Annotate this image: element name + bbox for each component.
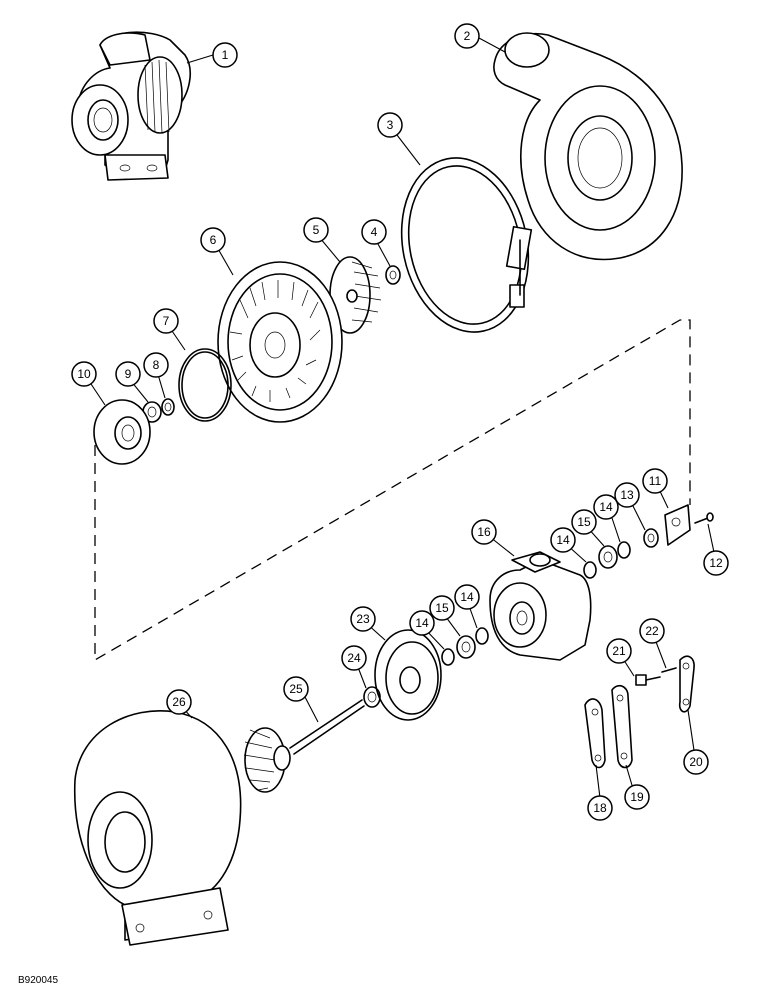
svg-text:15: 15 (577, 515, 591, 529)
svg-text:14: 14 (460, 590, 474, 604)
callout-2: 2 (454, 23, 480, 49)
part-11-cover-plate (664, 504, 691, 546)
callout-14-d: 14 (409, 610, 435, 636)
svg-text:23: 23 (356, 612, 370, 626)
part-14-snap-ring-upper-right (617, 541, 631, 559)
callout-11: 11 (642, 468, 668, 494)
svg-text:4: 4 (371, 225, 378, 239)
callout-14-b: 14 (550, 527, 576, 553)
svg-text:15: 15 (435, 601, 449, 615)
svg-text:21: 21 (612, 644, 626, 658)
callout-25: 25 (283, 676, 309, 702)
part-24-piston-ring (363, 686, 381, 708)
svg-text:3: 3 (387, 118, 394, 132)
callout-20: 21 (606, 638, 632, 664)
svg-text:9: 9 (125, 367, 132, 381)
part-22-bolt (661, 667, 677, 673)
part-23-heat-shield (374, 629, 442, 721)
part-25-turbine-wheel-shaft (243, 699, 365, 793)
svg-text:12: 12 (709, 556, 723, 570)
part-3-clamp-band (400, 157, 533, 333)
svg-text:7: 7 (163, 314, 170, 328)
part-16-bearing-housing (489, 551, 592, 661)
callout-6: 6 (200, 227, 226, 253)
svg-text:2: 2 (464, 29, 471, 43)
svg-text:16: 16 (477, 525, 491, 539)
callout-18: 18 (587, 795, 613, 821)
part-14-snap-ring-lower-right (475, 627, 489, 645)
part-4-nut (385, 265, 401, 285)
part-19-lock-plate (611, 684, 633, 769)
callout-12: 12 (703, 550, 729, 576)
part-18-lock-plate (584, 698, 606, 769)
svg-text:25: 25 (289, 682, 303, 696)
callout-9: 9 (115, 361, 141, 387)
part-26-turbine-housing (73, 710, 242, 946)
part-6-backplate (217, 261, 343, 423)
part-21-lock-plate (678, 655, 695, 713)
svg-text:10: 10 (77, 367, 91, 381)
callout-4: 4 (361, 219, 387, 245)
callout-14-a: 14 (593, 494, 619, 520)
part-13-washer (643, 528, 659, 548)
svg-text:14: 14 (415, 616, 429, 630)
callout-15-b: 15 (429, 595, 455, 621)
part-8-seal-ring (161, 398, 175, 416)
part-20-bolt (635, 674, 661, 686)
callout-5: 5 (303, 217, 329, 243)
callout-26: 26 (166, 689, 192, 715)
svg-text:26: 26 (172, 695, 186, 709)
part-7-o-ring (178, 348, 232, 422)
svg-text:5: 5 (313, 223, 320, 237)
callout-15-a: 15 (571, 509, 597, 535)
callout-1: 1 (212, 42, 238, 68)
svg-text:22: 22 (645, 624, 659, 638)
callout-8: 8 (143, 352, 169, 378)
part-1-turbocharger-assembly (71, 31, 191, 181)
part-12-screw (694, 512, 714, 524)
svg-text:13: 13 (620, 488, 634, 502)
svg-text:6: 6 (210, 233, 217, 247)
callout-7: 7 (153, 308, 179, 334)
svg-text:20: 20 (689, 755, 703, 769)
part-14-snap-ring-upper-left (583, 561, 597, 579)
callout-24: 24 (341, 645, 367, 671)
callout-21: 20 (683, 749, 709, 775)
svg-text:1: 1 (222, 48, 229, 62)
callout-14-c: 14 (454, 584, 480, 610)
figure-code: B920045 (18, 975, 58, 986)
svg-text:8: 8 (153, 358, 160, 372)
svg-text:24: 24 (347, 651, 361, 665)
part-14-snap-ring-lower-left (441, 648, 455, 666)
callout-10: 10 (71, 361, 97, 387)
svg-text:14: 14 (599, 500, 613, 514)
callout-3: 3 (377, 112, 403, 138)
svg-text:14: 14 (556, 533, 570, 547)
part-15-bearing-upper (598, 545, 618, 569)
callout-19: 19 (624, 784, 650, 810)
part-2-compressor-housing (493, 32, 683, 261)
svg-text:19: 19 (630, 790, 644, 804)
callout-16: 16 (471, 519, 497, 545)
part-10-thrust-plate (93, 399, 151, 465)
callout-22: 22 (639, 618, 665, 644)
callout-23: 23 (350, 606, 376, 632)
callout-13: 13 (614, 482, 640, 508)
assembly-dashed-line (94, 319, 691, 662)
svg-text:11: 11 (649, 474, 662, 488)
part-15-bearing-lower (456, 635, 476, 659)
svg-text:18: 18 (593, 801, 607, 815)
